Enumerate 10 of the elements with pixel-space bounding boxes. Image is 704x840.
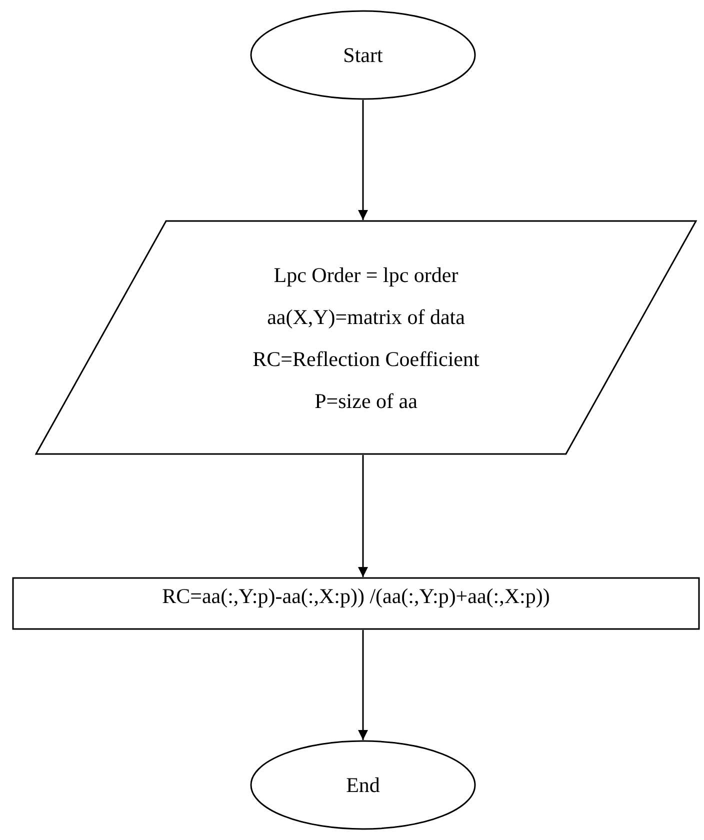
node-text: Start [343,42,383,68]
node-text: Lpc Order = lpc order [274,262,458,288]
node-text: aa(X,Y)=matrix of data [267,304,465,330]
node-text: RC=Reflection Coefficient [252,346,480,372]
node-text: P=size of aa [314,388,418,414]
arrow [358,630,368,740]
node-text: End [346,772,380,798]
arrow [358,455,368,577]
arrow [358,100,368,220]
node-text: RC=aa(:,Y:p)-aa(:,X:p)) /(aa(:,Y:p)+aa(:,X:p)) [162,583,550,609]
